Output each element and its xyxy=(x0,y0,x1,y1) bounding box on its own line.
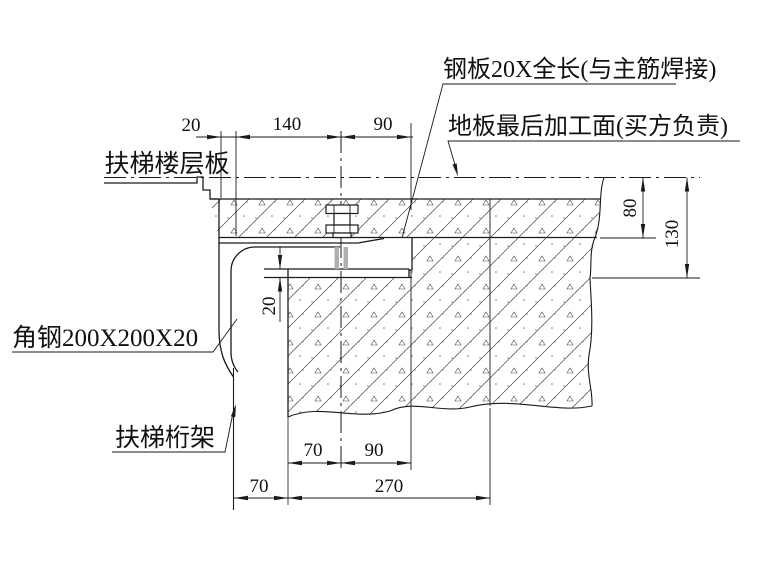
arrow-right-411i xyxy=(397,460,411,466)
arrow-up-130 xyxy=(684,177,690,192)
label-floor-plate: 扶梯楼层板 xyxy=(104,150,229,178)
dim-top-20: 20 xyxy=(182,115,201,136)
anchor-bolt xyxy=(325,204,359,269)
lower-concrete-hatch xyxy=(288,238,596,417)
leader-truss xyxy=(112,407,235,453)
dim-bot-270: 270 xyxy=(375,476,404,497)
torn-edge-bottom xyxy=(287,402,593,418)
arrow-left-at-236 xyxy=(236,134,250,140)
dimension-texts: 20 140 90 80 130 20 70 90 70 270 xyxy=(182,114,684,497)
arrow-right-at-411 xyxy=(397,134,411,140)
arrow-right-at-341 xyxy=(327,134,341,140)
torn-edges xyxy=(287,177,605,418)
label-truss: 扶梯桁架 xyxy=(115,424,215,452)
dim-right-130: 130 xyxy=(662,220,683,249)
leader-steel-plate xyxy=(401,83,676,239)
bolt-washer xyxy=(332,232,352,239)
arrow-down-130 xyxy=(684,264,690,278)
leader-floor-finish xyxy=(447,140,740,171)
concrete-hatch-regions xyxy=(210,199,601,417)
steel-plate-bottom xyxy=(219,237,385,244)
arrow-right-341i xyxy=(327,460,341,466)
note-steel-plate: 钢板20X全长(与主筋焊接) xyxy=(443,56,716,83)
arrow-down-80 xyxy=(640,224,646,238)
leader-arrows xyxy=(230,163,458,418)
arrow-right-at-221 xyxy=(207,134,221,140)
dim-top-90: 90 xyxy=(374,114,393,135)
bolt-neck xyxy=(333,212,351,226)
bolt-shank-left xyxy=(334,247,339,269)
arrow-left-288o xyxy=(288,495,302,501)
label-angle-steel: 角钢200X200X20 xyxy=(12,324,198,352)
dim-bot-90: 90 xyxy=(365,440,384,461)
upper-slab-hatch xyxy=(210,199,601,238)
bolt-head-facets xyxy=(333,205,351,233)
arrow-right-490o xyxy=(476,495,490,501)
arrow-up-plate xyxy=(277,277,283,292)
dim-right-80: 80 xyxy=(620,199,641,218)
annotation-texts: 扶梯楼层板 角钢200X200X20 扶梯桁架 钢板20X全长(与主筋焊接) 地… xyxy=(12,56,728,452)
bolt-flange xyxy=(325,224,359,234)
leader-arrow-truss xyxy=(230,404,236,418)
leader-lines xyxy=(12,83,740,453)
arrow-left-341i xyxy=(341,460,355,466)
arrow-left-at-341b xyxy=(341,134,355,140)
arrow-down-plate xyxy=(277,255,283,269)
dimension-arrows xyxy=(207,134,690,501)
torn-edge-right xyxy=(587,177,605,407)
note-floor-finish: 地板最后加工面(买方负责) xyxy=(448,113,728,140)
recess-step-edge xyxy=(409,238,413,271)
dim-plate-20: 20 xyxy=(259,297,280,316)
angle-outer-face xyxy=(218,237,235,378)
bolt-head xyxy=(325,204,359,215)
leader-arrow-floor-finish xyxy=(452,163,458,177)
bolt-shank-right xyxy=(343,247,348,269)
dim-top-140: 140 xyxy=(273,114,302,135)
arrow-right-288o xyxy=(274,495,288,501)
arrow-left-288i xyxy=(288,460,302,466)
dimension-lines xyxy=(196,123,700,505)
arrow-left-234o xyxy=(234,495,248,501)
leader-angle-steel xyxy=(12,318,238,353)
angle-inner-face xyxy=(230,246,340,373)
dim-bot-70: 70 xyxy=(304,440,323,461)
floor-plate-profile xyxy=(104,176,219,200)
dim-bot-outer-70: 70 xyxy=(250,476,269,497)
arrow-up-80 xyxy=(640,177,646,192)
